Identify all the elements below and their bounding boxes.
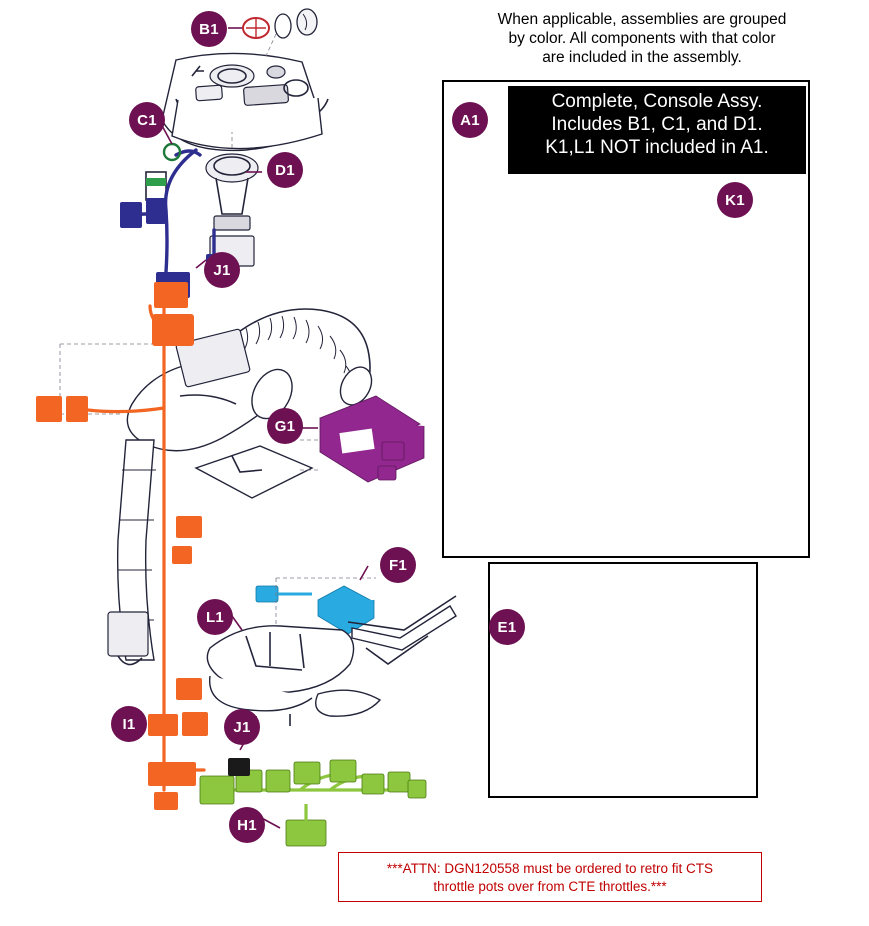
attention-line-2: throttle pots over from CTE throttles.**…	[433, 879, 667, 894]
a1-line-1: Complete, Console Assy.	[551, 91, 763, 112]
a1-line-3: K1,L1 NOT included in A1.	[545, 137, 769, 158]
part-f1-throttle	[255, 565, 457, 665]
grouping-note-line-2: by color. All components with that color	[508, 30, 776, 47]
grouping-note: When applicable, assemblies are grouped …	[432, 10, 852, 67]
part-l1-shroud	[206, 615, 382, 728]
part-g1-controller	[300, 395, 425, 483]
callout-k1[interactable]: K1	[718, 183, 752, 217]
callout-c1[interactable]: C1	[130, 103, 164, 137]
e1-panel	[488, 562, 758, 798]
attention-note: ***ATTN: DGN120558 must be ordered to re…	[338, 852, 762, 902]
callout-h1[interactable]: H1	[230, 808, 264, 842]
grouping-note-line-1: When applicable, assemblies are grouped	[497, 11, 787, 28]
callout-f1[interactable]: F1	[381, 548, 415, 582]
wire-harness-orange	[36, 282, 208, 810]
callout-a1[interactable]: A1	[453, 103, 487, 137]
attention-line-1: ***ATTN: DGN120558 must be ordered to re…	[386, 861, 714, 876]
grouping-note-line-3: are included in the assembly.	[542, 49, 742, 66]
wire-harness-green	[199, 731, 427, 847]
callout-e1[interactable]: E1	[490, 610, 524, 644]
callout-j1-lower[interactable]: J1	[225, 710, 259, 744]
console-assembly-main	[161, 52, 329, 152]
callout-i1[interactable]: I1	[112, 707, 146, 741]
callout-l1[interactable]: L1	[198, 600, 232, 634]
callout-g1[interactable]: G1	[268, 409, 302, 443]
part-b1-knob	[242, 8, 318, 39]
callout-d1[interactable]: D1	[268, 153, 302, 187]
a1-description-box: Complete, Console Assy. Includes B1, C1,…	[508, 86, 806, 174]
callout-b1[interactable]: B1	[192, 12, 226, 46]
callout-j1-upper[interactable]: J1	[205, 253, 239, 287]
a1-line-2: Includes B1, C1, and D1.	[551, 114, 763, 135]
